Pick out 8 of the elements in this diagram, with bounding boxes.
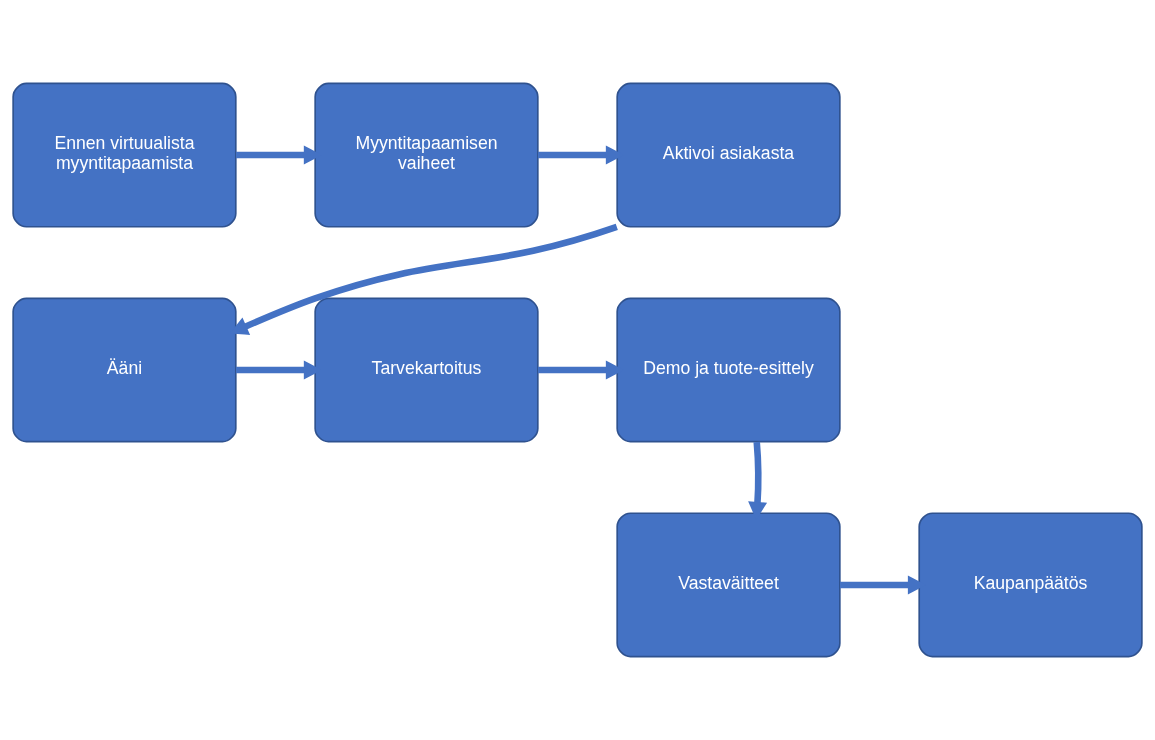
node-box: Ääni: [12, 297, 237, 443]
node-box: Demo ja tuote-esittely: [616, 297, 841, 443]
node-box: Aktivoi asiakasta: [616, 82, 841, 228]
node-box: Ennen virtuualista myyntitapaamista: [12, 82, 237, 228]
node-box: Vastaväitteet: [616, 512, 841, 658]
node-box: Tarvekartoitus: [314, 297, 539, 443]
node-box: Myyntitapaamisen vaiheet: [314, 82, 539, 228]
node-box: Kaupanpäätös: [918, 512, 1143, 658]
